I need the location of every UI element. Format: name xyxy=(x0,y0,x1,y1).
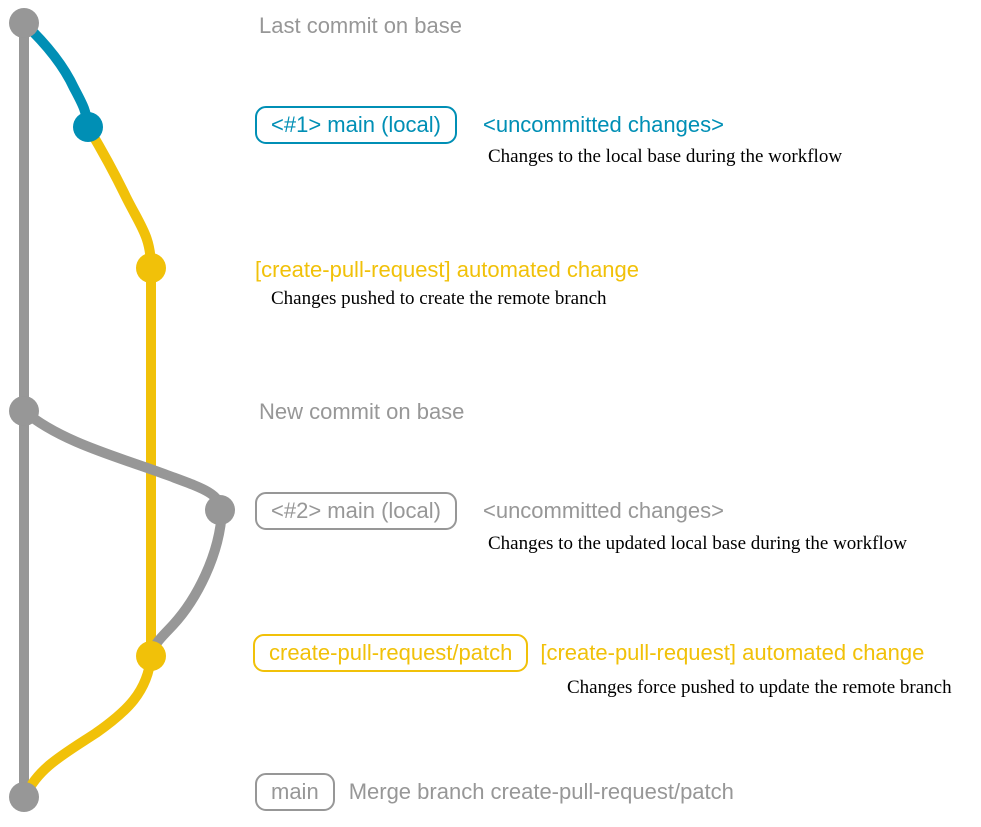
local-1-caption: Changes to the local base during the wor… xyxy=(488,146,843,167)
commit-dot-new-base xyxy=(9,396,39,426)
automated-change-2-caption: Changes force pushed to update the remot… xyxy=(567,677,952,698)
updated-base-merge-in-curve xyxy=(146,505,227,661)
patch-merge-curve xyxy=(21,651,156,800)
automated-change-1-caption: Changes pushed to create the remote bran… xyxy=(271,288,607,309)
patch-branch-out-curve xyxy=(83,122,156,273)
commit-dot-local-2 xyxy=(205,495,235,525)
automated-change-2-message: [create-pull-request] automated change xyxy=(540,640,925,665)
local-1-row: <#1> main (local) <uncommitted changes> xyxy=(255,106,724,144)
updated-base-branch-out-curve xyxy=(19,406,227,515)
commit-dot-automated-1 xyxy=(136,253,166,283)
commit-dot-automated-2 xyxy=(136,641,166,671)
branch-pill-main-local-1: <#1> main (local) xyxy=(255,106,457,144)
merge-row: main Merge branch create-pull-request/pa… xyxy=(255,773,734,811)
local-branch-curve xyxy=(19,18,93,132)
new-commit-label: New commit on base xyxy=(259,399,465,424)
local-2-row: <#2> main (local) <uncommitted changes> xyxy=(255,492,724,530)
patch-branch-row: create-pull-request/patch [create-pull-r… xyxy=(253,634,924,672)
commit-dot-local-1 xyxy=(73,112,103,142)
uncommitted-changes-2-message: <uncommitted changes> xyxy=(482,498,724,523)
uncommitted-changes-1-message: <uncommitted changes> xyxy=(482,112,724,137)
commit-dot-merge xyxy=(9,782,39,812)
commit-dot-last-base xyxy=(9,8,39,38)
last-commit-label: Last commit on base xyxy=(259,13,462,38)
merge-commit-message: Merge branch create-pull-request/patch xyxy=(348,779,734,804)
branch-pill-patch: create-pull-request/patch xyxy=(253,634,529,672)
automated-change-1-message: [create-pull-request] automated change xyxy=(255,257,640,282)
branch-pill-main: main xyxy=(255,773,335,811)
branch-pill-main-local-2: <#2> main (local) xyxy=(255,492,457,530)
local-2-caption: Changes to the updated local base during… xyxy=(488,533,907,554)
